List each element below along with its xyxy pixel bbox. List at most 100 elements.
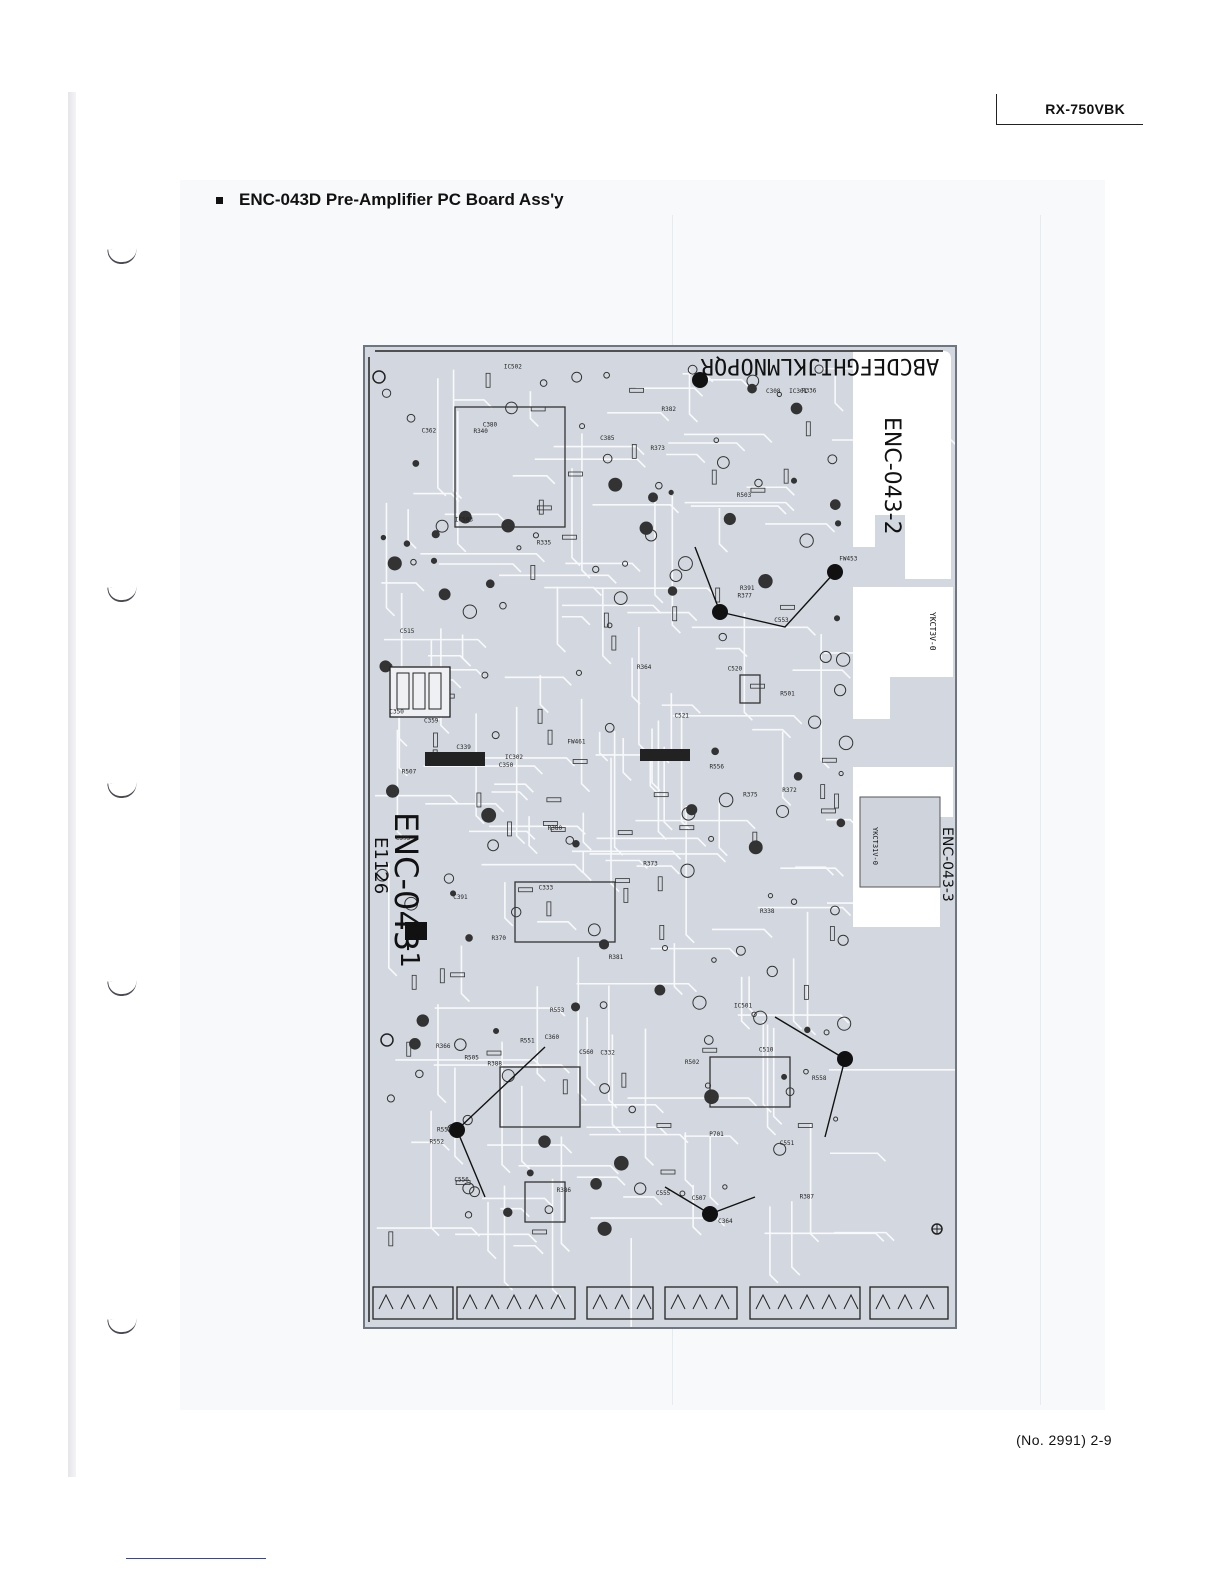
copper-trace bbox=[537, 921, 577, 931]
jack-connector bbox=[456, 1286, 576, 1320]
resistor-outline bbox=[656, 1123, 672, 1128]
component-pad bbox=[587, 923, 601, 937]
component-pad bbox=[758, 573, 773, 589]
jack-pin-icon bbox=[636, 1293, 652, 1310]
component-pad bbox=[776, 804, 790, 818]
resistor-outline bbox=[536, 505, 552, 511]
jack-pin-icon bbox=[400, 1293, 416, 1310]
resistor-outline bbox=[621, 1072, 627, 1088]
copper-trace bbox=[501, 1041, 511, 1174]
copper-trace bbox=[649, 755, 659, 795]
component-pad bbox=[793, 771, 803, 781]
resistor-outline bbox=[406, 1041, 412, 1057]
copper-trace bbox=[684, 501, 795, 512]
component-reference: C385 bbox=[600, 435, 615, 442]
component-pad bbox=[766, 965, 778, 978]
jumper-wire bbox=[456, 1046, 546, 1198]
component-reference: C359 bbox=[424, 718, 439, 725]
sub-board-3-label: ENC-043-3 bbox=[939, 827, 955, 902]
board-cutout-mid-right bbox=[853, 587, 953, 719]
component-pad bbox=[703, 1035, 714, 1045]
connector-row bbox=[372, 1286, 949, 1320]
copper-trace bbox=[829, 1069, 955, 1071]
copper-trace bbox=[684, 1132, 694, 1189]
copper-trace bbox=[489, 825, 586, 835]
copper-trace bbox=[613, 730, 624, 856]
component-reference: R377 bbox=[737, 593, 752, 600]
component-reference: R340 bbox=[473, 428, 488, 435]
component-pad bbox=[503, 1207, 513, 1218]
copper-trace bbox=[671, 495, 681, 634]
resistor-outline bbox=[507, 821, 512, 837]
copper-trace bbox=[512, 474, 556, 485]
component-reference: R382 bbox=[662, 406, 677, 413]
copper-trace bbox=[654, 493, 664, 604]
component-pad bbox=[622, 560, 629, 567]
copper-trace bbox=[420, 553, 545, 563]
component-reference: R373 bbox=[643, 861, 658, 868]
component-pad bbox=[403, 540, 411, 547]
component-reference: IC302 bbox=[505, 754, 523, 761]
copper-trace bbox=[666, 453, 706, 464]
copper-trace bbox=[830, 1152, 887, 1162]
component-pad bbox=[385, 662, 393, 670]
component-reference: R372 bbox=[782, 787, 797, 794]
component-pad bbox=[608, 477, 623, 492]
jack-pin-icon bbox=[614, 1293, 630, 1310]
resistor-outline bbox=[546, 797, 562, 803]
copper-trace bbox=[576, 982, 698, 993]
copper-trace bbox=[706, 379, 751, 389]
relay-contact bbox=[428, 672, 442, 710]
copper-trace bbox=[513, 1244, 544, 1255]
component-pad bbox=[804, 1026, 811, 1034]
copper-trace bbox=[589, 853, 727, 863]
pcb-artwork: ABCDEFGHIJKLMNOPQR ENC-043-2 ENC-043-3 Y… bbox=[365, 347, 955, 1327]
component-pad bbox=[481, 807, 497, 823]
component-reference: R503 bbox=[737, 492, 752, 499]
copper-trace bbox=[556, 586, 566, 653]
component-pad bbox=[711, 747, 719, 756]
resistor-outline bbox=[750, 487, 766, 493]
side-code-label: YKCT3V-0 bbox=[928, 612, 937, 651]
copper-trace bbox=[376, 1227, 481, 1237]
component-pad bbox=[748, 840, 763, 855]
resistor-outline bbox=[659, 925, 665, 940]
resistor-outline bbox=[562, 534, 577, 540]
copper-trace bbox=[684, 1135, 739, 1145]
component-reference: R556 bbox=[710, 763, 725, 770]
resistor-outline bbox=[439, 968, 445, 984]
copper-trace bbox=[743, 612, 753, 721]
copper-trace bbox=[528, 816, 538, 855]
jack-pin-icon bbox=[484, 1293, 500, 1310]
component-pad bbox=[532, 532, 540, 539]
copper-trace bbox=[572, 850, 682, 860]
component-reference: R557 bbox=[437, 1126, 452, 1133]
model-number: RX-750VBK bbox=[1045, 101, 1125, 117]
component-pad bbox=[409, 1037, 421, 1050]
component-pad bbox=[598, 939, 610, 950]
copper-trace bbox=[832, 439, 955, 445]
board-main-suffix: -1 bbox=[394, 942, 424, 968]
jack-pin-icon bbox=[506, 1293, 522, 1310]
copper-trace bbox=[826, 902, 896, 912]
copper-trace bbox=[437, 378, 447, 497]
jack-connector bbox=[586, 1286, 654, 1320]
component-pad bbox=[604, 722, 615, 733]
copper-trace bbox=[650, 947, 739, 958]
component-reference: C555 bbox=[656, 1190, 671, 1197]
component-reference: R391 bbox=[740, 585, 755, 592]
component-pad bbox=[819, 650, 832, 663]
copper-trace bbox=[757, 906, 852, 917]
copper-trace bbox=[792, 958, 803, 1030]
component-pad bbox=[837, 1016, 852, 1031]
component-pad bbox=[799, 533, 814, 548]
ic-outline bbox=[524, 1181, 566, 1223]
component-pad bbox=[751, 1011, 757, 1018]
copper-trace bbox=[596, 837, 707, 847]
component-reference: R366 bbox=[436, 1043, 451, 1050]
component-pad bbox=[379, 660, 392, 673]
ic-outline bbox=[499, 1066, 581, 1128]
component-pad bbox=[613, 591, 628, 606]
resistor-outline bbox=[537, 708, 543, 724]
copper-trace bbox=[423, 765, 543, 775]
